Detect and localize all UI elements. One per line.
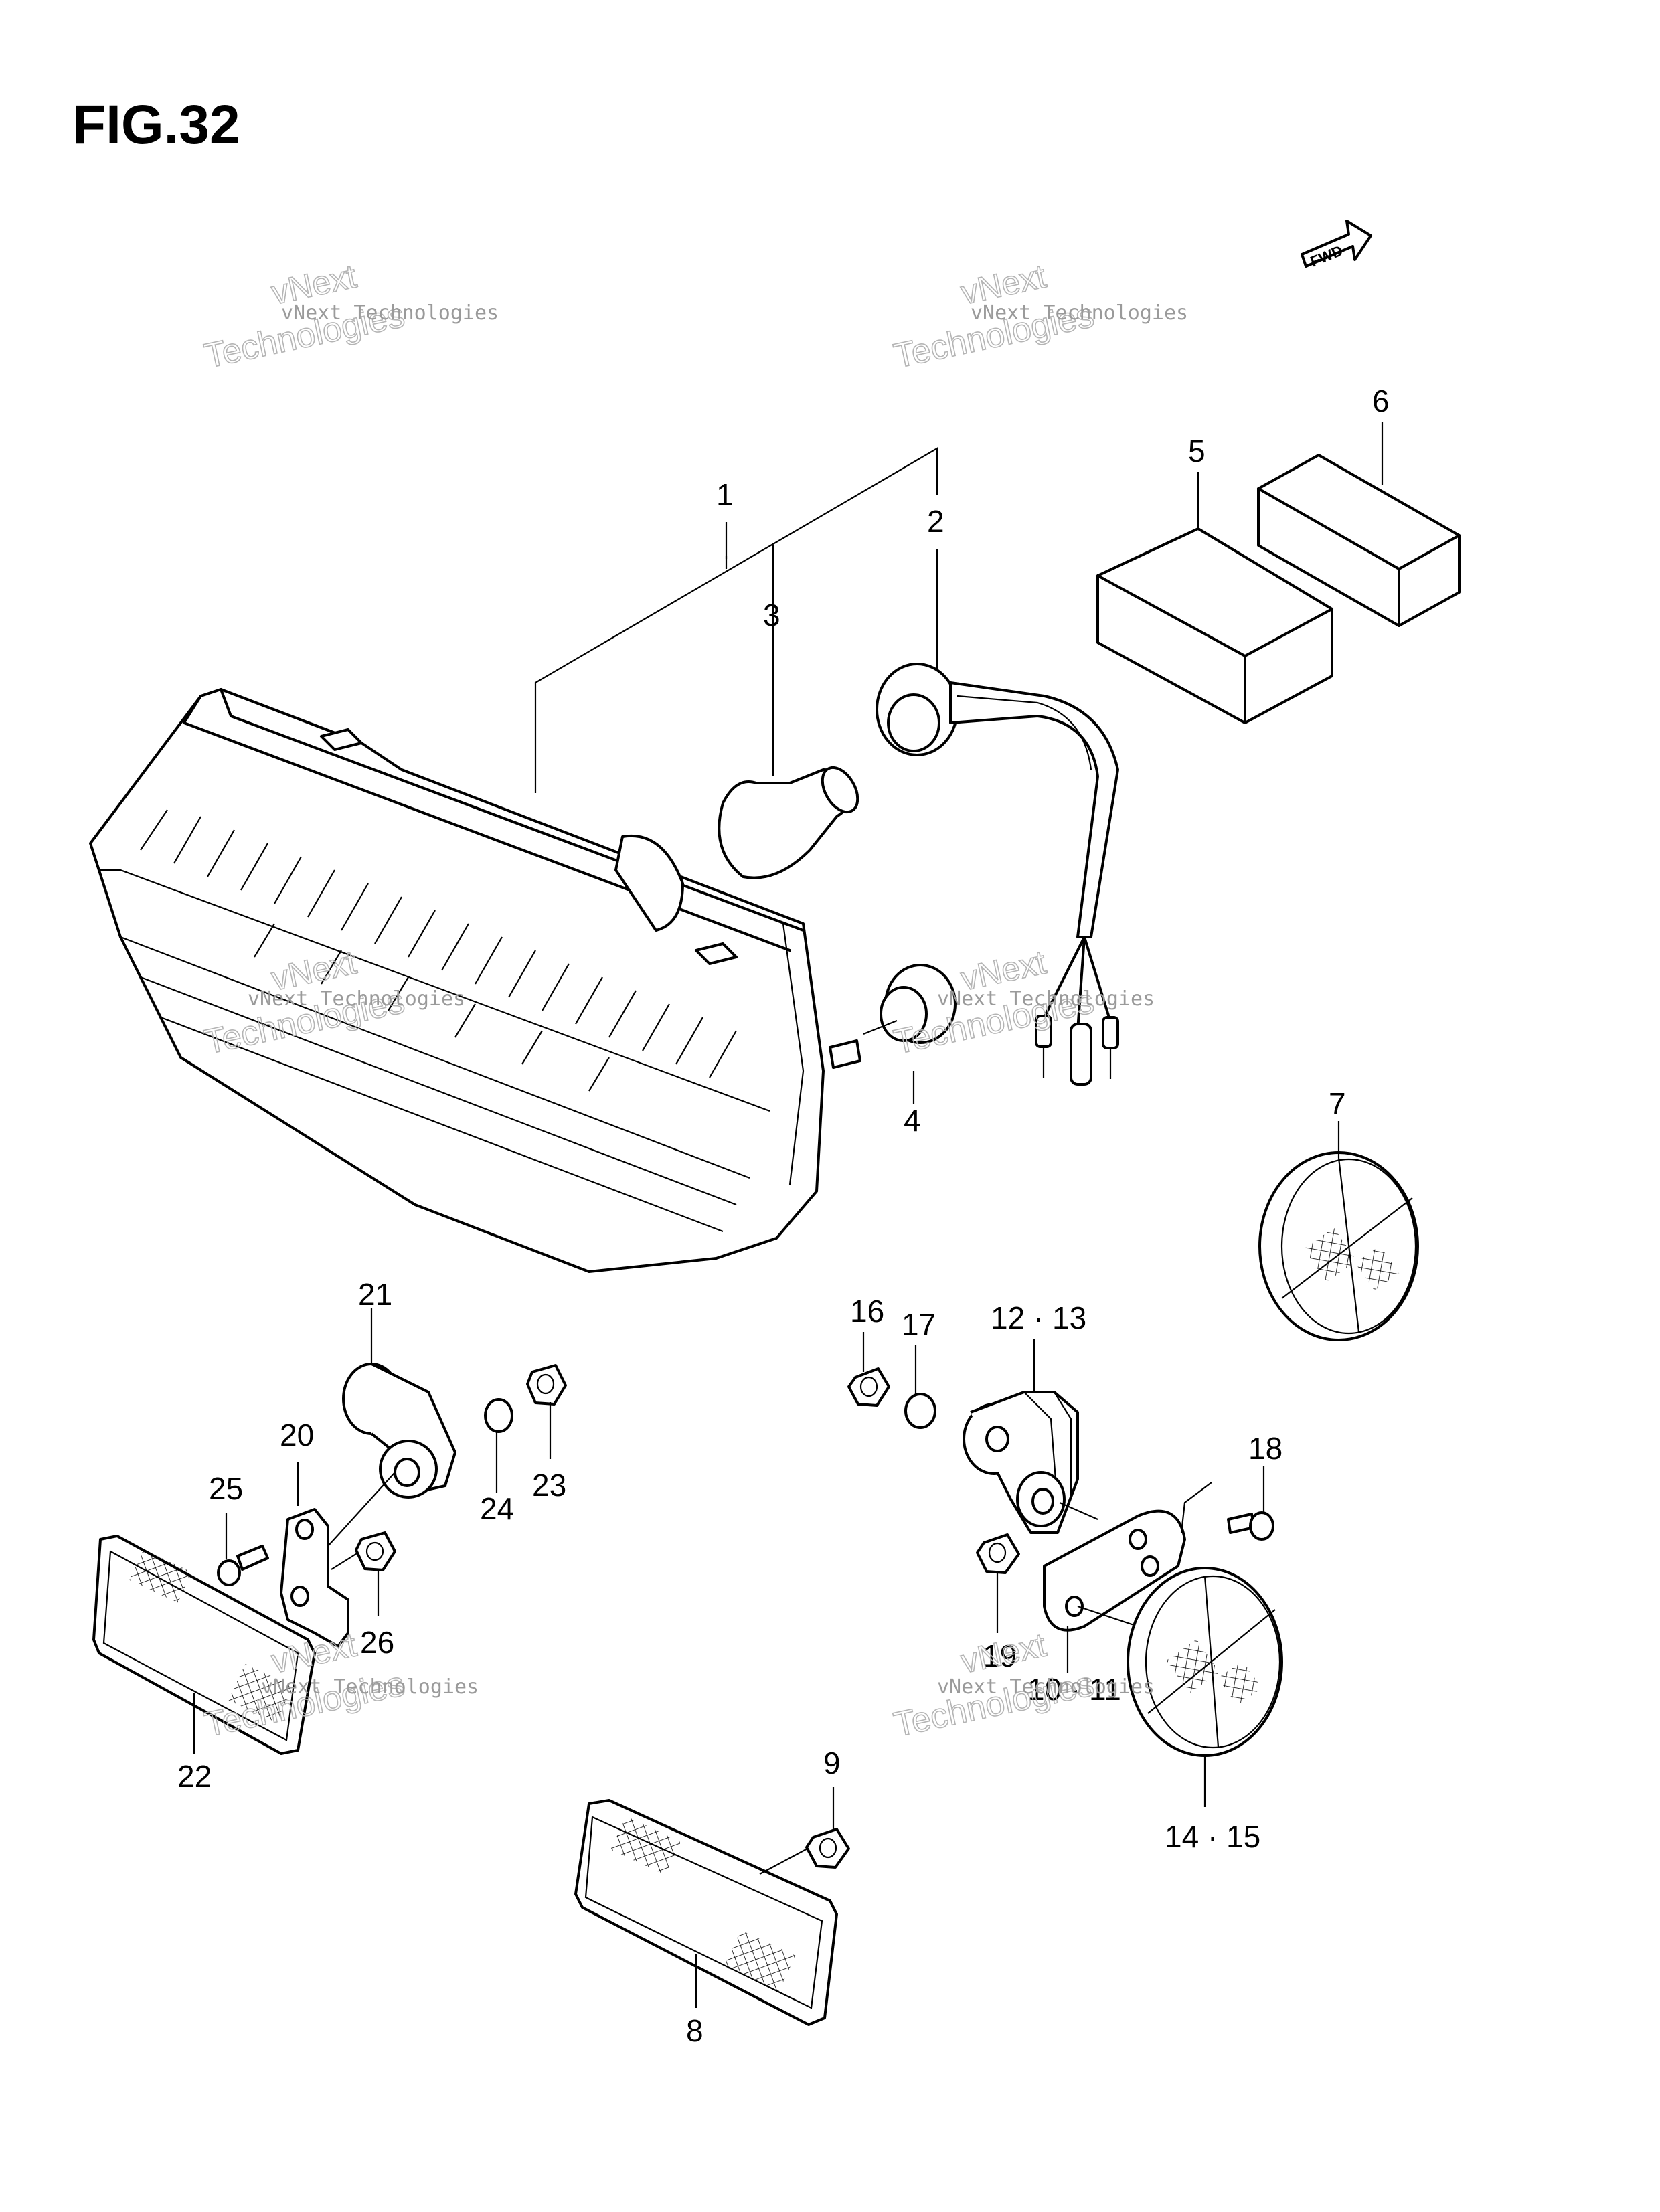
callout-4: 4	[904, 1103, 921, 1138]
socket-cord	[876, 663, 1119, 1086]
svg-text:vNext Technologies: vNext Technologies	[971, 301, 1188, 325]
callout-14-15: 14 · 15	[1165, 1819, 1260, 1854]
svg-text:vNext Technologies: vNext Technologies	[937, 987, 1155, 1011]
nut-9	[805, 1787, 850, 1869]
nut-19	[976, 1533, 1020, 1633]
nut-23	[526, 1364, 567, 1459]
bulb	[718, 766, 859, 879]
bolt-25	[217, 1513, 269, 1586]
callout-25: 25	[209, 1471, 243, 1506]
callout-16: 16	[850, 1294, 884, 1329]
callout-18: 18	[1248, 1431, 1282, 1466]
assembly-bracket	[534, 447, 938, 793]
callout-1: 1	[716, 477, 734, 512]
svg-text:vNext Technologies: vNext Technologies	[248, 987, 465, 1011]
collar-24	[484, 1398, 513, 1493]
figure-title: FIG.32	[72, 94, 240, 155]
side-reflector-8	[574, 1799, 838, 2026]
grommet	[863, 964, 957, 1104]
svg-text:vNext Technologies: vNext Technologies	[937, 1675, 1155, 1699]
callout-9: 9	[823, 1746, 841, 1780]
svg-text:vNext Technologies: vNext Technologies	[261, 1675, 479, 1699]
bolt-18	[1227, 1466, 1274, 1541]
fwd-arrow-icon: FWD	[1301, 220, 1372, 270]
nut-16	[847, 1332, 890, 1407]
callout-19: 19	[983, 1638, 1017, 1673]
svg-text:vNext Technologies: vNext Technologies	[281, 301, 499, 325]
callout-5: 5	[1188, 434, 1206, 469]
callout-22: 22	[177, 1759, 212, 1794]
bracket-plate-20	[280, 1462, 396, 1648]
collar-17	[904, 1345, 936, 1429]
callout-21: 21	[358, 1277, 392, 1312]
callout-3: 3	[763, 598, 780, 632]
callout-20: 20	[280, 1418, 314, 1452]
bracket-plate-10-11	[1043, 1482, 1212, 1673]
callout-23: 23	[532, 1468, 566, 1503]
cushion-5	[1096, 472, 1333, 724]
tail-lamp-assembly	[89, 688, 861, 1273]
callout-17: 17	[902, 1307, 936, 1342]
callout-24: 24	[480, 1491, 514, 1526]
callout-12-13: 12 · 13	[991, 1300, 1086, 1335]
round-reflector-14-15	[1127, 1567, 1283, 1807]
callout-26: 26	[360, 1625, 394, 1660]
nut-26	[331, 1531, 396, 1616]
round-reflector-7	[1258, 1121, 1419, 1341]
callout-8: 8	[686, 2013, 703, 2048]
callout-labels: 1 2 3 4 5 6 7 8 9 10 · 11 12 · 13 14 · 1…	[177, 384, 1390, 2048]
side-reflector-22	[92, 1535, 316, 1755]
bracket-clamp-12-13	[963, 1339, 1079, 1534]
callout-7: 7	[1329, 1086, 1346, 1121]
cushion-6	[1257, 422, 1461, 627]
callout-6: 6	[1372, 384, 1390, 418]
bracket-clamp-21	[342, 1308, 456, 1499]
callout-2: 2	[927, 504, 944, 539]
callout-10-11: 10 · 11	[1027, 1672, 1121, 1707]
